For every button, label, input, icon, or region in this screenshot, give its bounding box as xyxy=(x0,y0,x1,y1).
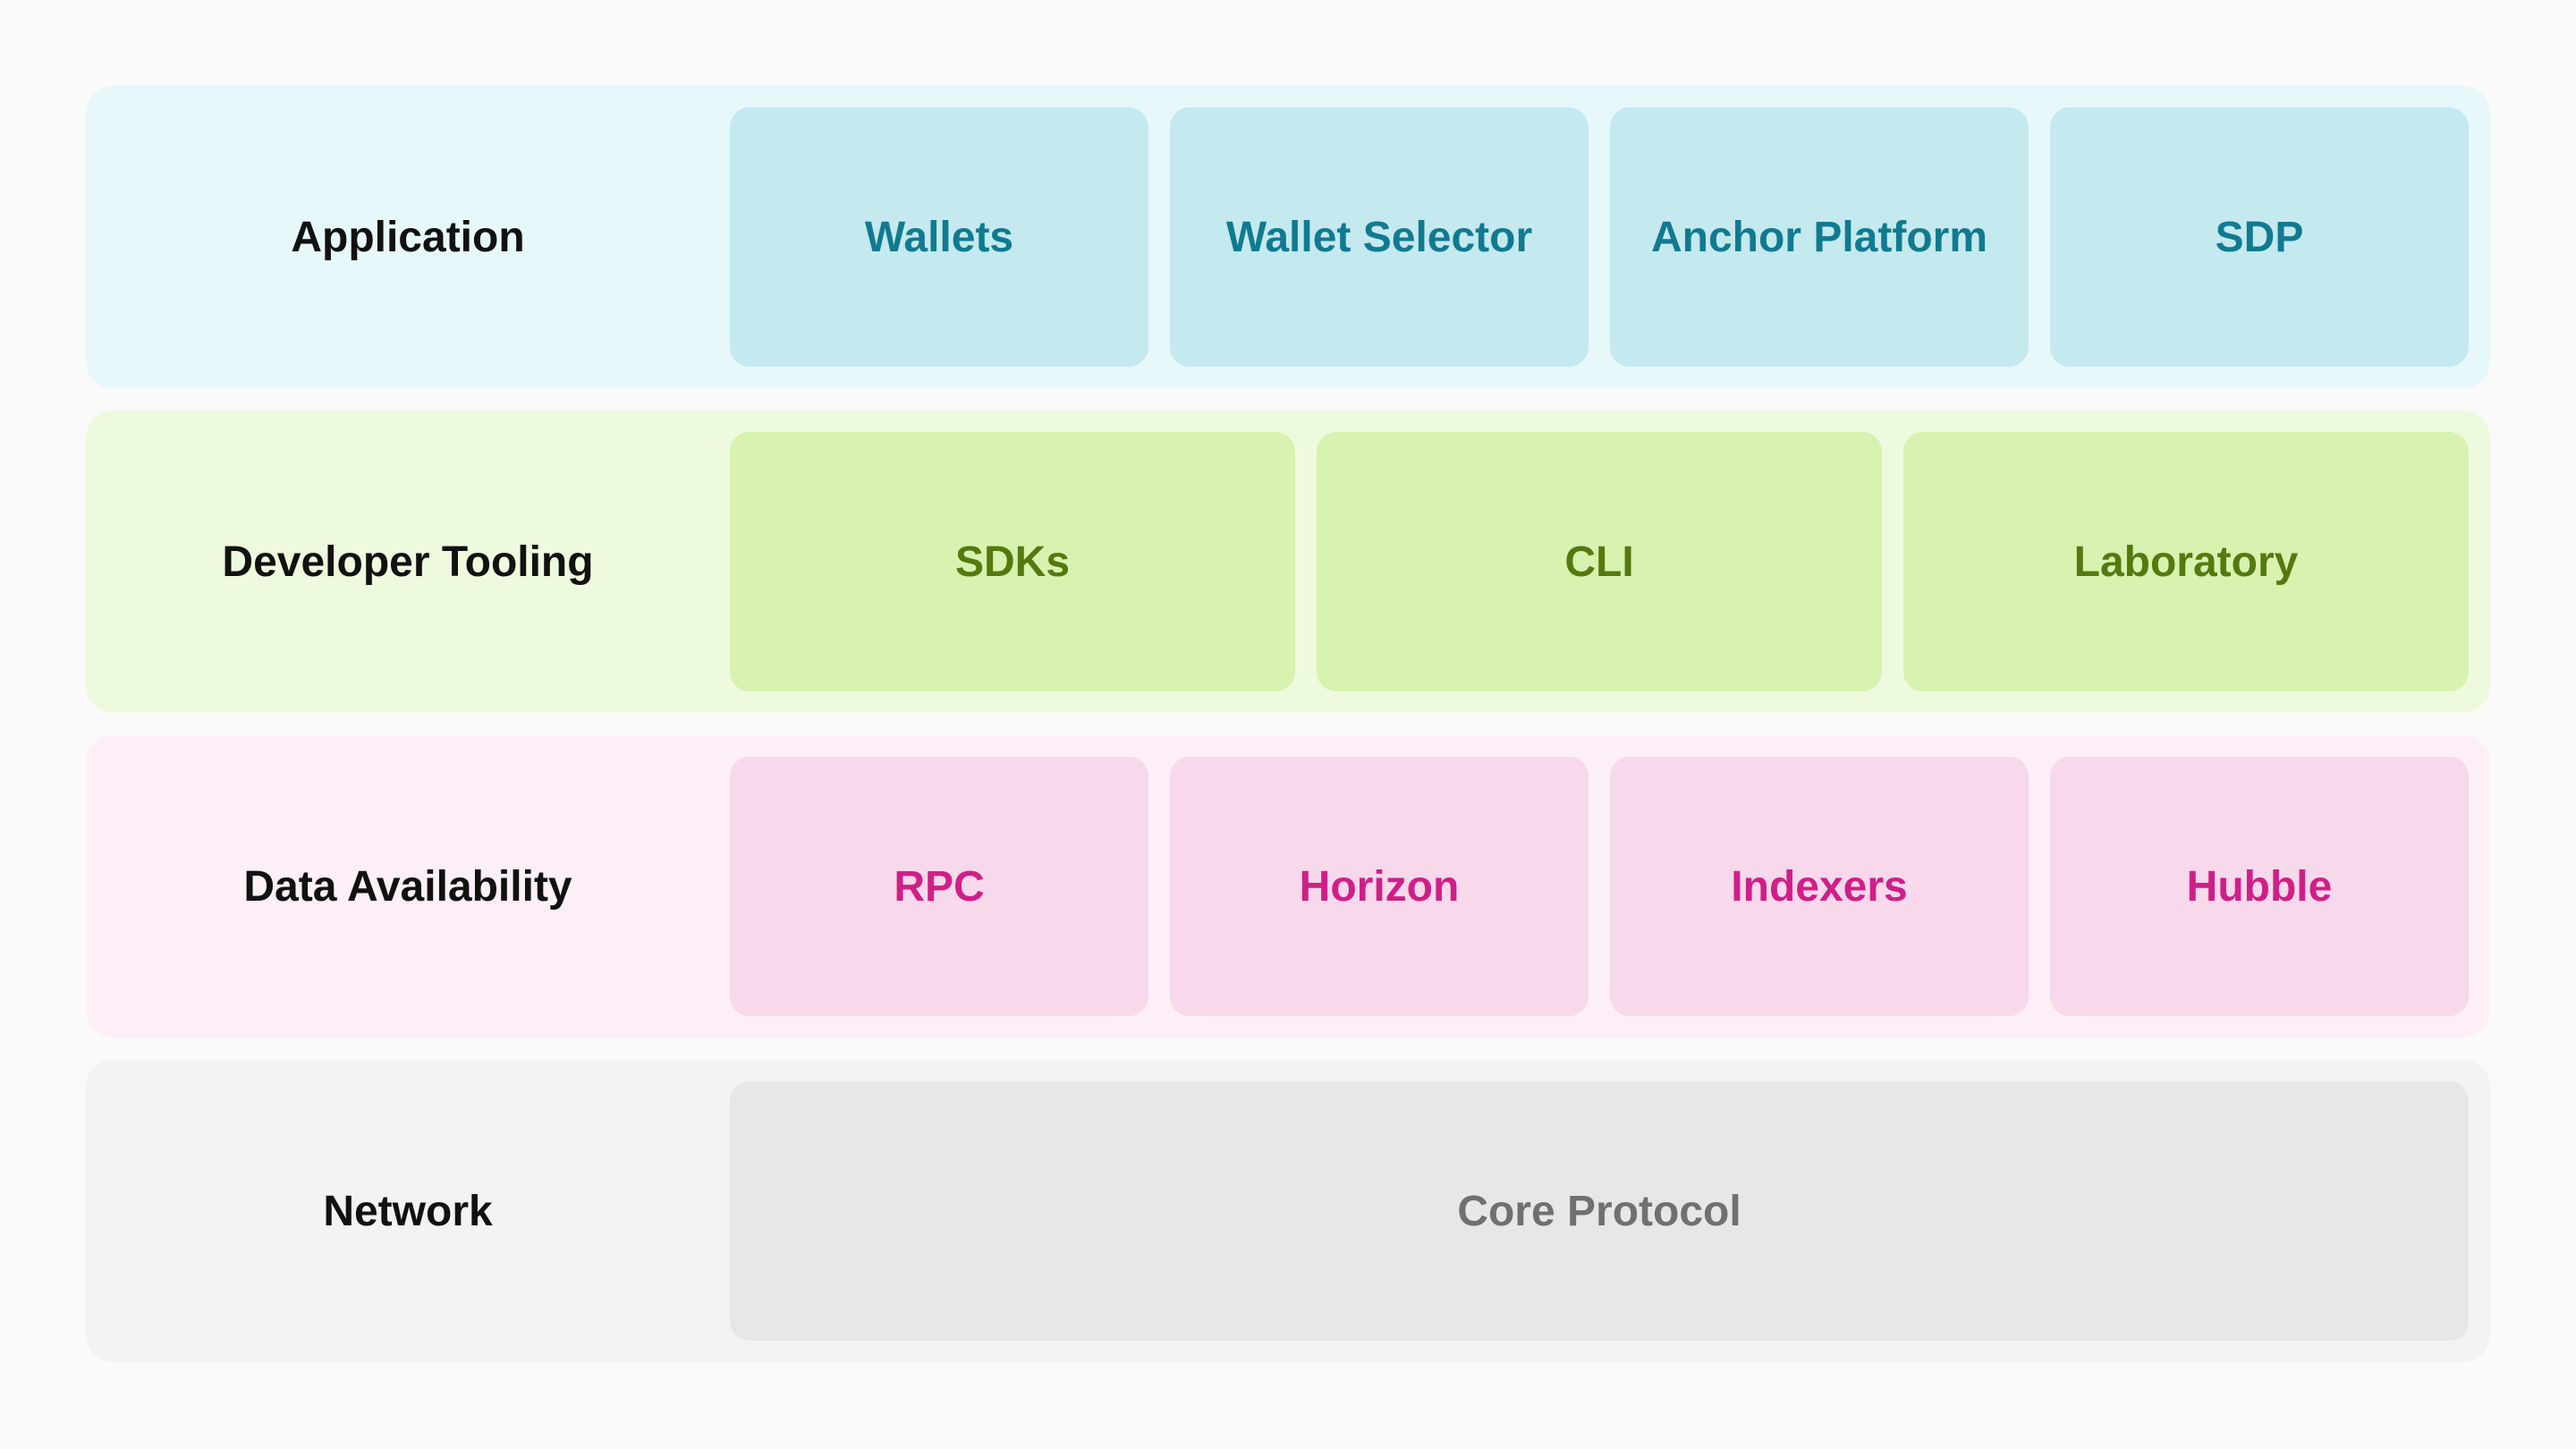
item-sdks: SDKs xyxy=(730,432,1295,691)
network-items: Core Protocol xyxy=(730,1081,2469,1341)
data-availability-items: RPC Horizon Indexers Hubble xyxy=(730,757,2469,1016)
item-core-protocol: Core Protocol xyxy=(730,1081,2469,1341)
layer-label-application: Application xyxy=(291,213,525,261)
item-horizon: Horizon xyxy=(1170,757,1589,1016)
item-laboratory: Laboratory xyxy=(1903,432,2469,691)
layer-label-network: Network xyxy=(323,1187,493,1235)
item-wallet-selector: Wallet Selector xyxy=(1170,107,1589,367)
layer-stack-diagram: Application Wallets Wallet Selector Anch… xyxy=(86,86,2490,1385)
layer-developer-tooling: Developer Tooling SDKs CLI Laboratory xyxy=(86,411,2490,713)
layer-application: Application Wallets Wallet Selector Anch… xyxy=(86,86,2490,388)
layer-label-developer-tooling: Developer Tooling xyxy=(222,538,594,586)
application-items: Wallets Wallet Selector Anchor Platform … xyxy=(730,107,2469,367)
item-rpc: RPC xyxy=(730,757,1148,1016)
layer-data-availability: Data Availability RPC Horizon Indexers H… xyxy=(86,735,2490,1038)
item-cli: CLI xyxy=(1317,432,1882,691)
layer-label-data-availability: Data Availability xyxy=(243,862,572,911)
item-anchor-platform: Anchor Platform xyxy=(1610,107,2029,367)
developer-tooling-items: SDKs CLI Laboratory xyxy=(730,432,2469,691)
item-indexers: Indexers xyxy=(1610,757,2029,1016)
item-hubble: Hubble xyxy=(2050,757,2469,1016)
item-sdp: SDP xyxy=(2050,107,2469,367)
layer-network: Network Core Protocol xyxy=(86,1060,2490,1362)
item-wallets: Wallets xyxy=(730,107,1148,367)
